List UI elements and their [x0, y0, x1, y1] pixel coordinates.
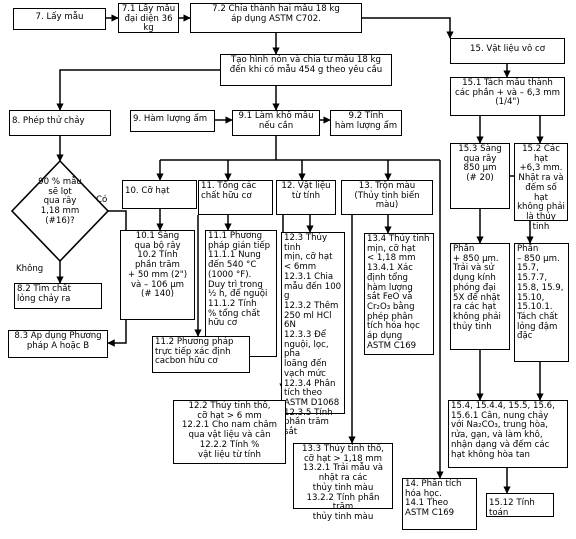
step-8-label: 8. Phép thử chảy: [12, 116, 85, 126]
step-15-label: 15. Vật liệu vô cơ: [470, 44, 545, 54]
step-9-2-label: 9.2 Tính hàm lượng ẩm: [334, 111, 398, 131]
step-8-flow-test: 8. Phép thử chảy: [9, 110, 111, 136]
step-11-total-organics: 11. Tổng các chất hữu cơ: [198, 180, 273, 215]
step-11-label: 11. Tổng các chất hữu cơ: [201, 181, 257, 201]
step-14-label: 14. Phân tích hóa học. 14.1 Theo ASTM C1…: [405, 479, 462, 519]
step-11-1-indirect-method: 11.1 Phương pháp gián tiếp 11.1.1 Nung đ…: [205, 230, 277, 357]
step-12-3-fine-glass: 12.3 Thủy tinh mịn, cỡ hạt < 6mm 12.3.1 …: [281, 232, 345, 437]
step-8-3-method: 8.3 Áp dụng Phương pháp A hoặc B: [8, 330, 108, 358]
step-13-3-coarse-glass: 13.3 Thủy tinh thô, cỡ hạt > 1,18 mm 13.…: [293, 443, 393, 522]
step-9-label: 9. Hàm lượng ẩm: [133, 114, 208, 124]
step-13-4-label: 13.4 Thủy tinh mịn, cỡ hạt < 1,18 mm 13.…: [367, 234, 430, 351]
step-13-color-mix: 13. Trộn màu (Thủy tinh biến màu): [341, 180, 433, 215]
step-13-3-label: 13.3 Thủy tinh thô, cỡ hạt > 1,18 mm 13.…: [301, 444, 384, 522]
step-coning-label: Tạo hình nón và chia tư mẫu 18 kg đến kh…: [229, 55, 383, 75]
step-7-2-split-sample: 7.2 Chia thành hai mẫu 18 kg áp dụng AST…: [190, 3, 362, 33]
step-10-1-sieve-set: 10.1 Sàng qua bộ rây 10.2 Tính phần trăm…: [120, 230, 195, 320]
step-12-2-coarse-glass: 12.2 Thủy tinh thô, cỡ hạt > 6 mm 12.2.1…: [173, 400, 286, 464]
arrow-7-2-to-15: [362, 17, 454, 39]
step-15-inorganic: 15. Vật liệu vô cơ: [450, 38, 565, 64]
step-15-2-coarse-particles: 15.2 Các hạt +6,3 mm. Nhặt ra và đếm số …: [514, 143, 568, 231]
step-9-1-label: 9.1 Làm khô mẫu nếu cần: [238, 111, 314, 131]
step-15-1-separate: 15.1 Tách mẫu thành các phần + và – 6,3 …: [450, 77, 565, 116]
step-11-2-direct-method: 11.2 Phương pháp trực tiếp xác định cacb…: [152, 336, 250, 373]
step-11-2-label: 11.2 Phương pháp trực tiếp xác định cacb…: [155, 337, 234, 367]
arrow-coning-to-8: [56, 69, 220, 111]
step-12-2-label: 12.2 Thủy tinh thô, cỡ hạt > 6 mm 12.2.1…: [181, 401, 278, 460]
step-8-3-label: 8.3 Áp dụng Phương pháp A hoặc B: [14, 331, 102, 351]
step-10-label: 10. Cỡ hạt: [125, 186, 170, 196]
step-15-12-calculation: 15.12 Tính toán: [486, 493, 554, 517]
step-coning-quartering: Tạo hình nón và chia tư mẫu 18 kg đến kh…: [220, 54, 392, 86]
step-10-1-label: 10.1 Sàng qua bộ rây 10.2 Tính phần trăm…: [127, 231, 188, 300]
step-12-3-label: 12.3 Thủy tinh mịn, cỡ hạt < 6mm 12.3.1 …: [284, 233, 342, 438]
step-9-2-moisture-calc: 9.2 Tính hàm lượng ẩm: [330, 110, 402, 136]
step-12-label: 12. Vật liệu từ tính: [281, 181, 331, 201]
step-7-1-label: 7.1 Lấy mẫu đại diện 36 kg: [121, 4, 176, 34]
step-15-3-sieve: 15.3 Sàng qua rây 850 µm (# 20): [450, 143, 510, 209]
step-10-particle-size: 10. Cỡ hạt: [122, 180, 197, 209]
step-8-2-label: 8.2 Tìm chất lỏng chảy ra: [17, 284, 71, 304]
step-15-plus-850: Phần + 850 µm. Trải và sử dụng kính phón…: [450, 243, 510, 350]
step-15-12-label: 15.12 Tính toán: [489, 498, 535, 518]
step-13-label: 13. Trộn màu (Thủy tinh biến màu): [354, 181, 420, 211]
step-11-1-label: 11.1 Phương pháp gián tiếp 11.1.1 Nung đ…: [208, 231, 271, 329]
step-7-label: 7. Lấy mẫu: [35, 12, 84, 22]
step-15-1-label: 15.1 Tách mẫu thành các phần + và – 6,3 …: [455, 78, 560, 108]
step-15-3-label: 15.3 Sàng qua rây 850 µm (# 20): [458, 144, 502, 184]
step-13-4-fine-glass-chem: 13.4 Thủy tinh mịn, cỡ hạt < 1,18 mm 13.…: [364, 233, 434, 355]
step-9-1-dry-sample: 9.1 Làm khô mẫu nếu cần: [232, 110, 320, 136]
step-plus-850-label: Phần + 850 µm. Trải và sử dụng kính phón…: [453, 244, 501, 332]
step-8-2-find-liquid: 8.2 Tìm chất lỏng chảy ra: [14, 283, 102, 309]
step-14-chemical-analysis: 14. Phân tích hóa học. 14.1 Theo ASTM C1…: [402, 478, 477, 530]
step-7-1-representative-sample: 7.1 Lấy mẫu đại diện 36 kg: [118, 3, 179, 33]
step-15-4-fusion: 15.4, 15.4.4, 15.5, 15.6, 15.6.1 Cân, nu…: [448, 400, 568, 468]
step-15-minus-850: Phần – 850 µm. 15.7, 15.7.7, 15.8, 15.9,…: [514, 243, 569, 362]
step-minus-850-label: Phần – 850 µm. 15.7, 15.7.7, 15.8, 15.9,…: [517, 244, 564, 342]
step-15-4-label: 15.4, 15.4.4, 15.5, 15.6, 15.6.1 Cân, nu…: [451, 401, 555, 460]
step-7-sampling: 7. Lấy mẫu: [13, 8, 106, 30]
decision-question: 90 % mẫu sẽ lọt qua rây 1,18 mm (#16)?: [38, 177, 82, 226]
step-9-moisture: 9. Hàm lượng ẩm: [130, 110, 215, 132]
step-12-magnetic-material: 12. Vật liệu từ tính: [276, 180, 336, 215]
step-7-2-label: 7.2 Chia thành hai mẫu 18 kg áp dụng AST…: [212, 4, 340, 24]
step-15-2-label: 15.2 Các hạt +6,3 mm. Nhặt ra và đếm số …: [517, 144, 565, 232]
label-yes: Có: [96, 195, 108, 205]
label-no: Không: [16, 264, 44, 274]
decision-diamond: [10, 159, 110, 263]
